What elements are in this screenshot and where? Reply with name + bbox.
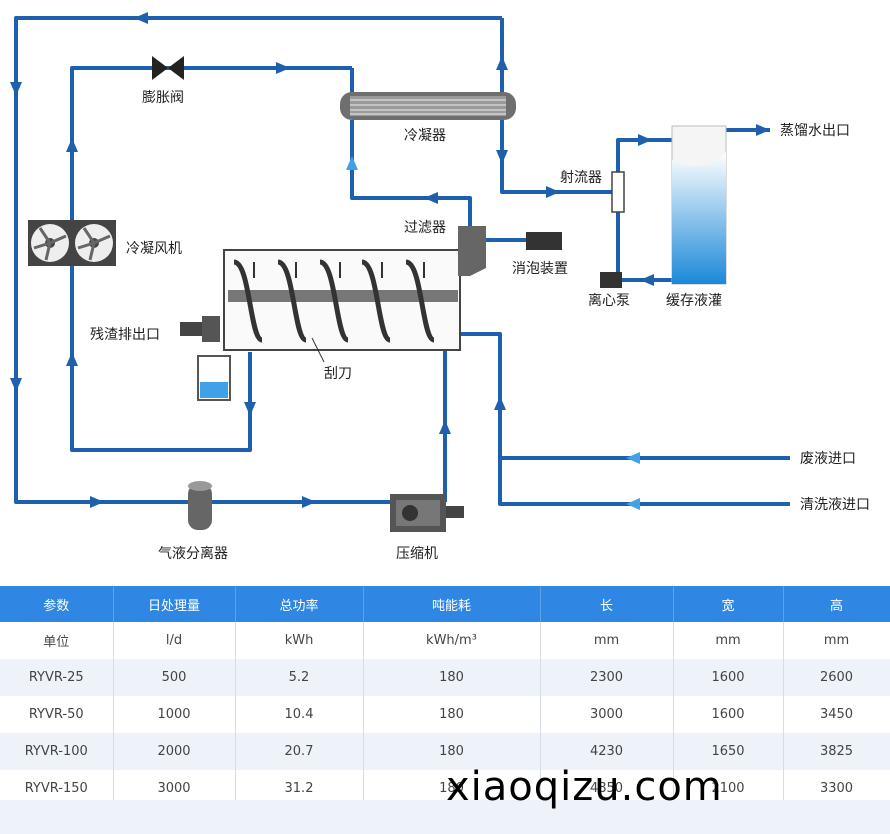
table-cell: 5.2 <box>235 659 364 696</box>
label-gas-liquid-separator: 气液分离器 <box>158 545 228 562</box>
condenser-icon <box>340 92 516 120</box>
watermark: xiaoqizu.com <box>446 764 723 810</box>
filter-icon <box>458 226 486 276</box>
label-distilled-outlet: 蒸馏水出口 <box>780 123 850 139</box>
header-energy-per-ton: 吨能耗 <box>363 586 541 622</box>
gas-liquid-separator-icon <box>188 481 212 530</box>
table-cell: mm <box>673 622 784 659</box>
expansion-valve-icon <box>152 56 184 80</box>
label-expansion-valve: 膨胀阀 <box>142 89 184 106</box>
table-cell: 3450 <box>783 696 890 733</box>
header-height: 高 <box>783 586 890 622</box>
table-cell: mm <box>783 622 890 659</box>
label-defoamer: 消泡装置 <box>512 261 568 277</box>
bottom-strip <box>0 800 890 834</box>
arrow-left-waste <box>626 452 640 464</box>
arrow-left-top <box>134 12 148 24</box>
header-total-power: 总功率 <box>235 586 364 622</box>
table-cell: 10.4 <box>235 696 364 733</box>
table-cell: 180 <box>363 659 541 696</box>
compressor-icon <box>390 494 464 532</box>
residue-outlet-icon <box>180 316 220 342</box>
arrow-up-condenser <box>346 156 358 170</box>
arrow-up-inner-2 <box>66 352 78 366</box>
label-storage-tank: 缓存液灌 <box>666 293 722 309</box>
table-row: RYVR-25 500 5.2 180 2300 1600 2600 <box>0 659 890 696</box>
table-cell: kWh <box>235 622 364 659</box>
scraper-pointer <box>311 337 325 363</box>
table-cell: 2300 <box>540 659 674 696</box>
table-cell: mm <box>540 622 674 659</box>
label-cleaning-inlet: 清洗液进口 <box>800 497 870 513</box>
table-cell: 3825 <box>783 733 890 770</box>
condenser-fan-icon <box>28 220 116 266</box>
header-daily-capacity: 日处理量 <box>113 586 236 622</box>
label-condenser-fan: 冷凝风机 <box>126 241 182 257</box>
table-cell: RYVR-100 <box>0 733 114 770</box>
arrow-down-right <box>496 150 508 164</box>
table-cell: 2000 <box>113 733 236 770</box>
arrow-up-compressor <box>439 420 451 434</box>
arrow-left-cleaning <box>626 498 640 510</box>
table-cell: 1600 <box>673 659 784 696</box>
table-cell: 20.7 <box>235 733 364 770</box>
label-filter: 过滤器 <box>404 220 446 236</box>
table-cell: 1000 <box>113 696 236 733</box>
table-cell: 180 <box>363 733 541 770</box>
evaporator-icon <box>223 249 461 351</box>
process-flow-diagram: 膨胀阀 冷凝器 冷凝风机 刮刀 过滤器 消泡装置 残渣排 <box>10 12 870 562</box>
arrow-up-right <box>496 56 508 70</box>
label-scraper: 刮刀 <box>324 366 352 382</box>
label-residue-outlet: 残渣排出口 <box>90 327 160 343</box>
spec-table: 参数 日处理量 总功率 吨能耗 长 宽 高 单位 l/d kWh kWh/m³ … <box>0 586 890 807</box>
storage-tank-icon <box>671 125 727 285</box>
label-condenser: 冷凝器 <box>404 128 446 144</box>
header-param: 参数 <box>0 586 114 622</box>
arrow-up-waste <box>494 396 506 410</box>
pipe-outer-right <box>500 18 560 194</box>
table-cell: RYVR-25 <box>0 659 114 696</box>
arrow-down-residue <box>244 402 256 416</box>
table-cell: 1650 <box>673 733 784 770</box>
table-cell: 3000 <box>540 696 674 733</box>
arrow-left-pump <box>640 274 654 286</box>
arrow-down-left-2 <box>10 378 22 392</box>
header-length: 长 <box>540 586 674 622</box>
arrow-right-distilled <box>756 124 770 136</box>
arrow-left-filter <box>424 192 438 204</box>
table-header-row: 参数 日处理量 总功率 吨能耗 长 宽 高 <box>0 586 890 622</box>
table-cell: 1600 <box>673 696 784 733</box>
arrow-right-bottom-2 <box>302 496 316 508</box>
arrow-right-tank <box>638 134 652 146</box>
table-cell: 4230 <box>540 733 674 770</box>
table-cell: 单位 <box>0 622 114 659</box>
arrow-right-valve <box>276 62 290 74</box>
table-cell: l/d <box>113 622 236 659</box>
pipe-waste-inlet <box>460 332 790 506</box>
ejector-icon <box>611 171 625 213</box>
label-compressor: 压缩机 <box>396 546 438 562</box>
table-row: RYVR-50 1000 10.4 180 3000 1600 3450 <box>0 696 890 733</box>
label-ejector: 射流器 <box>560 170 602 186</box>
table-cell: kWh/m³ <box>363 622 541 659</box>
label-waste-inlet: 废液进口 <box>800 451 856 467</box>
arrow-down-left <box>10 82 22 96</box>
label-centrifugal-pump: 离心泵 <box>588 292 630 309</box>
residue-container-icon <box>197 355 231 401</box>
arrow-right-bottom <box>90 496 104 508</box>
header-width: 宽 <box>673 586 784 622</box>
table-row: 单位 l/d kWh kWh/m³ mm mm mm <box>0 622 890 659</box>
table-cell: 180 <box>363 696 541 733</box>
table-row: RYVR-100 2000 20.7 180 4230 1650 3825 <box>0 733 890 770</box>
arrow-right-ejector <box>546 186 560 198</box>
defoamer-icon <box>526 232 562 250</box>
arrow-up-inner <box>66 138 78 152</box>
centrifugal-pump-icon <box>600 272 622 288</box>
table-cell: RYVR-50 <box>0 696 114 733</box>
table-cell: 2600 <box>783 659 890 696</box>
table-cell: 500 <box>113 659 236 696</box>
